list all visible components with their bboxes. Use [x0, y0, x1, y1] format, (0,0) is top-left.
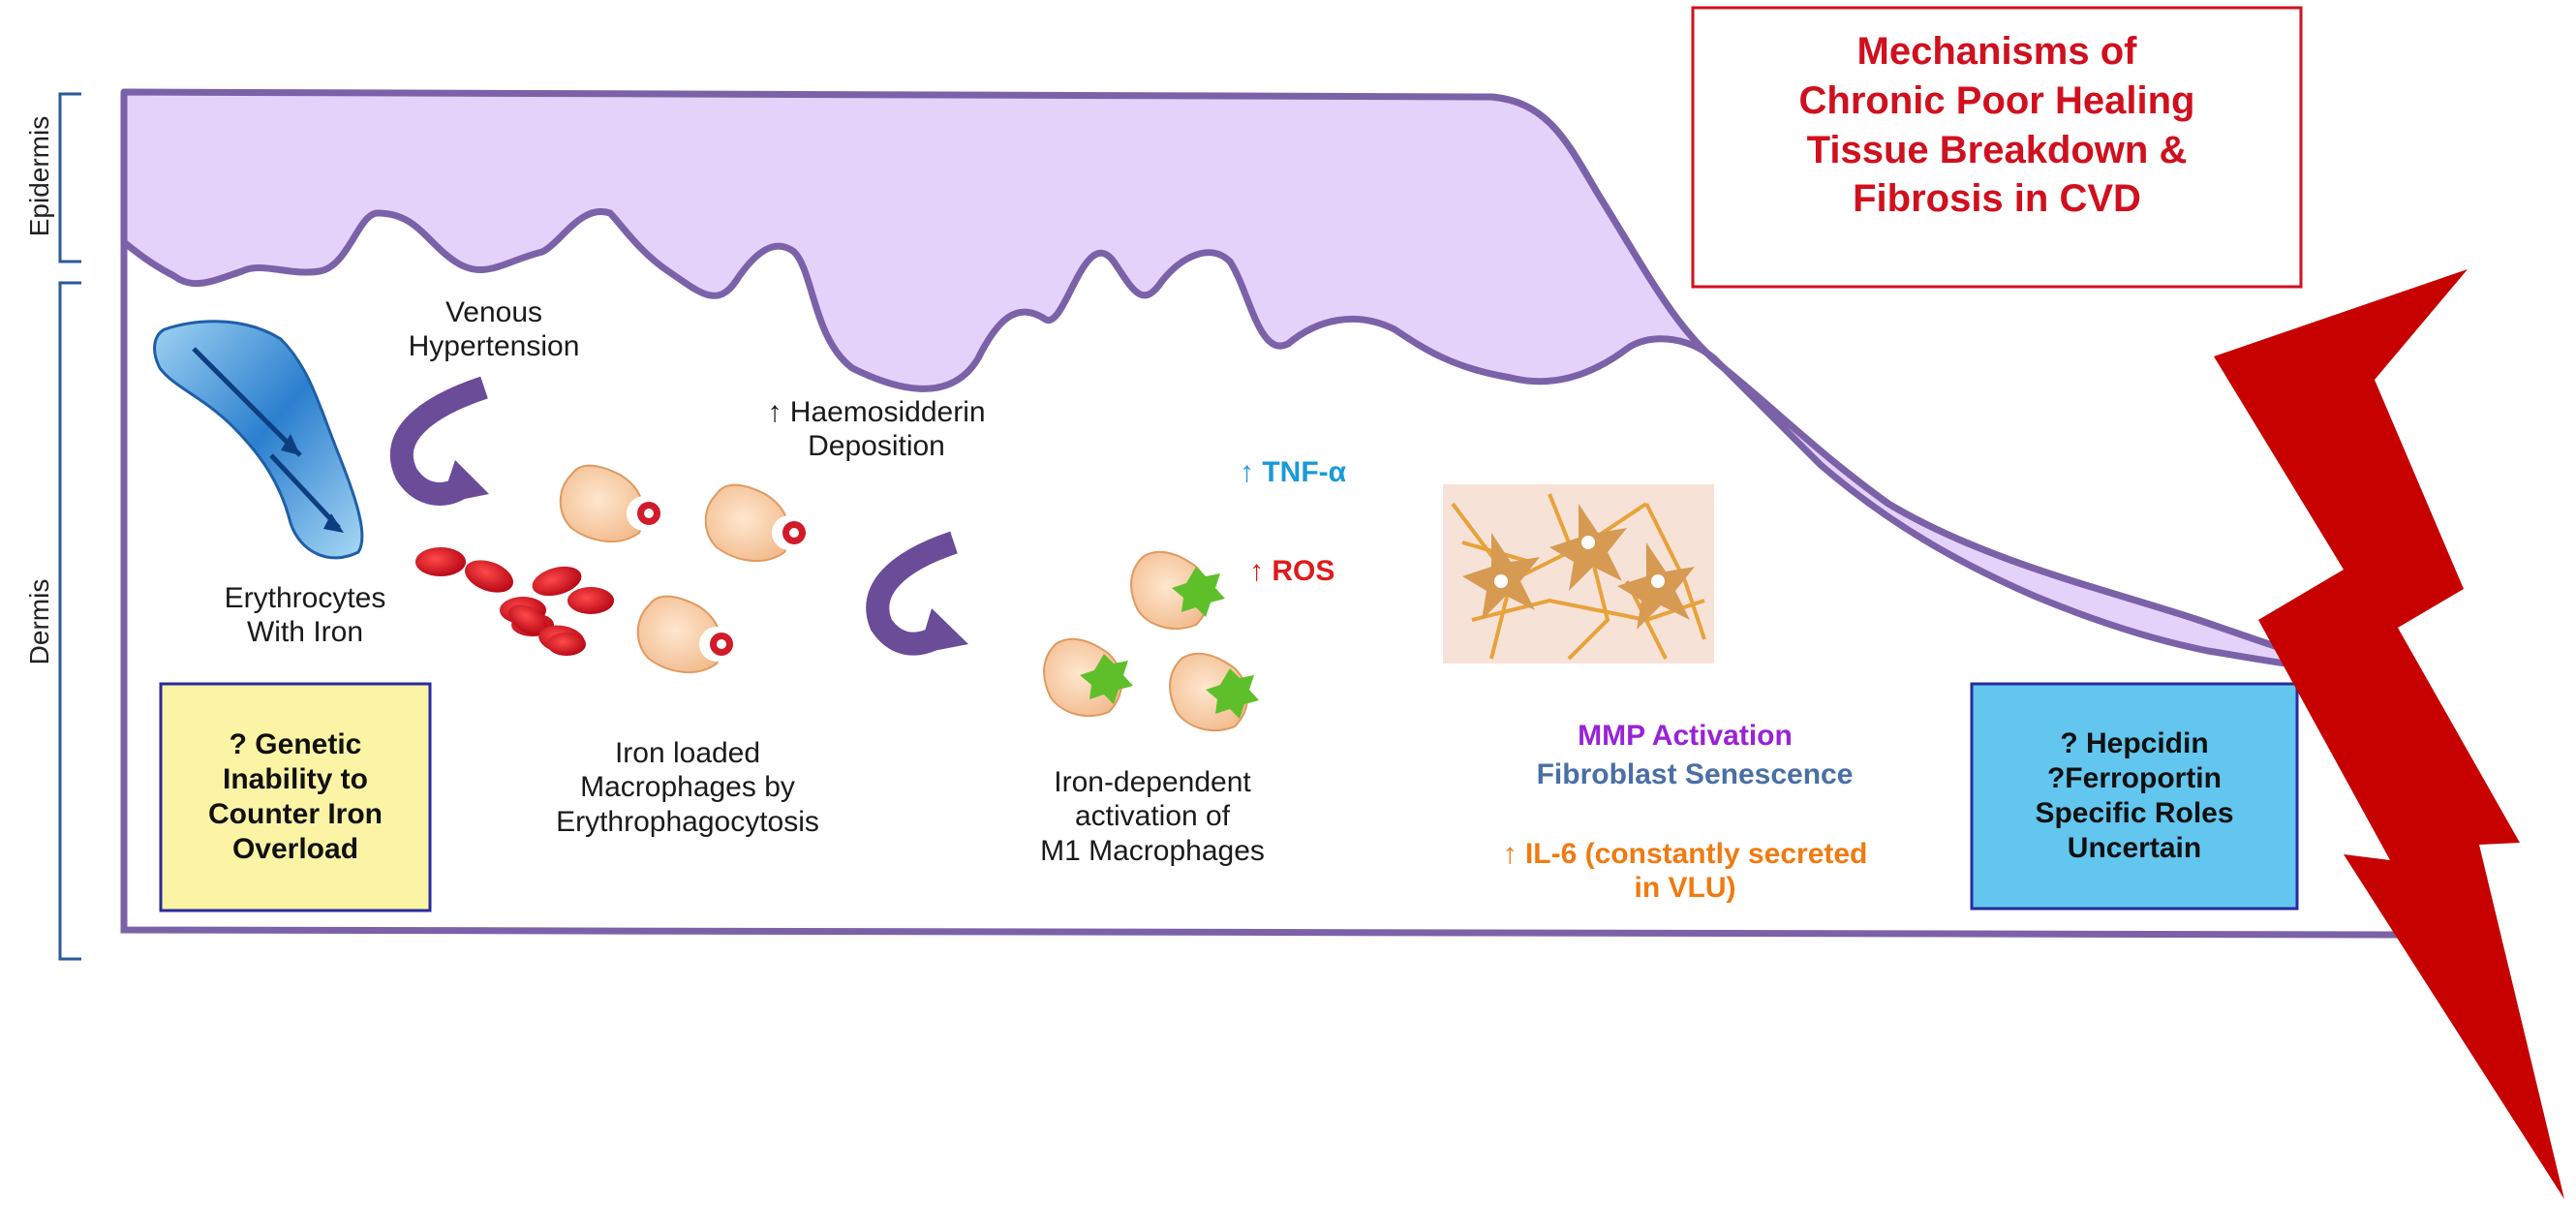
epidermis-label: Epidermis	[24, 115, 54, 237]
venous-hypertension-label: Venous Hypertension	[408, 296, 580, 363]
title-box	[1691, 6, 2303, 289]
curved-arrow-icon	[389, 376, 489, 506]
m1-macrophages-label: Iron-dependent activation of M1 Macropha…	[1040, 766, 1265, 867]
il6-label: ↑ IL-6 (constantly secreted in VLU)	[1502, 838, 1868, 905]
erythrocytes-label: Erythrocytes With Iron	[224, 582, 386, 649]
m1-macrophage-icon	[1130, 550, 1225, 630]
fibroblast-senescence-label: Fibroblast Senescence	[1536, 758, 1854, 790]
tnf-label: ↑ TNF-α	[1240, 456, 1347, 488]
blood-vessel-icon	[153, 320, 364, 560]
hepcidin-box	[1970, 682, 2299, 911]
diagram-title: Mechanisms of Chronic Poor Healing Tissu…	[1798, 30, 2195, 221]
epidermis-bracket	[58, 92, 81, 263]
macrophage-icon	[636, 595, 734, 674]
macrophage-icon	[559, 464, 661, 543]
macrophage-icon	[704, 483, 807, 563]
haemosiderin-label: ↑ Haemosidderin Deposition	[767, 396, 986, 463]
hepcidin-box-text: ? Hepcidin ?Ferroportin Specific Roles U…	[2035, 727, 2234, 864]
m1-macrophage-icon	[1043, 637, 1133, 717]
m1-macrophage-icon	[1169, 652, 1259, 731]
lightning-bolt-icon	[2214, 269, 2564, 1199]
mmp-label: MMP Activation	[1578, 720, 1793, 752]
dermis-label: Dermis	[24, 578, 54, 665]
fibroblast-tissue-image	[1443, 484, 1714, 664]
dermis-outline	[124, 92, 2440, 949]
curved-arrow-icon	[866, 531, 968, 656]
ros-label: ↑ ROS	[1249, 555, 1335, 587]
genetic-box-text: ? Genetic Inability to Counter Iron Over…	[208, 728, 383, 865]
dermis-lower-edge	[1490, 93, 2374, 677]
iron-macrophages-label: Iron loaded Macrophages by Erythrophagoc…	[556, 737, 819, 838]
red-blood-cells-icon	[415, 547, 614, 656]
genetic-box	[159, 682, 432, 912]
dermis-bracket	[58, 281, 81, 961]
tissue-frame	[120, 92, 2403, 939]
